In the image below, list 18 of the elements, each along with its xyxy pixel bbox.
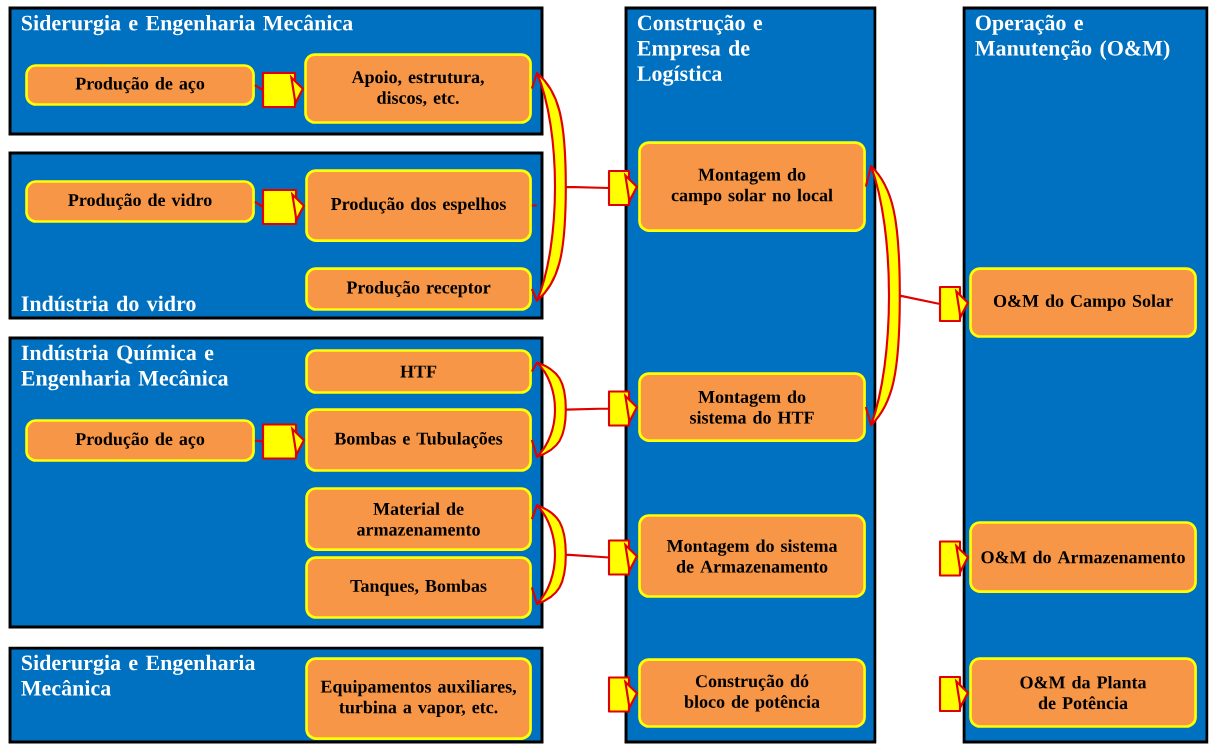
- process-box: Construção dó bloco de potência: [638, 658, 866, 728]
- process-box: Tanques, Bombas: [305, 556, 532, 619]
- process-box: HTF: [305, 349, 532, 394]
- process-box: Produção de vidro: [25, 180, 255, 223]
- process-box: Montagem do campo solar no local: [638, 141, 866, 232]
- process-box: Bombas e Tubulações: [305, 408, 532, 472]
- process-box: Produção receptor: [305, 267, 532, 311]
- process-box: Material de armazenamento: [305, 487, 532, 551]
- process-box: Equipamentos auxiliares, turbina a vapor, etc.: [305, 657, 532, 740]
- process-box: Montagem do sistema do HTF: [638, 372, 866, 442]
- process-box: Produção dos espelhos: [305, 169, 532, 242]
- process-box: Produção de aço: [25, 419, 255, 462]
- process-box: O&M do Armazenamento: [969, 521, 1197, 593]
- process-box: Montagem do sistema de Armazenamento: [638, 514, 866, 598]
- process-box: Produção de aço: [25, 64, 255, 106]
- process-box: Apoio, estrutura, discos, etc.: [304, 53, 532, 124]
- process-box: O&M da Planta de Potência: [969, 657, 1197, 728]
- process-box: O&M do Campo Solar: [969, 267, 1197, 338]
